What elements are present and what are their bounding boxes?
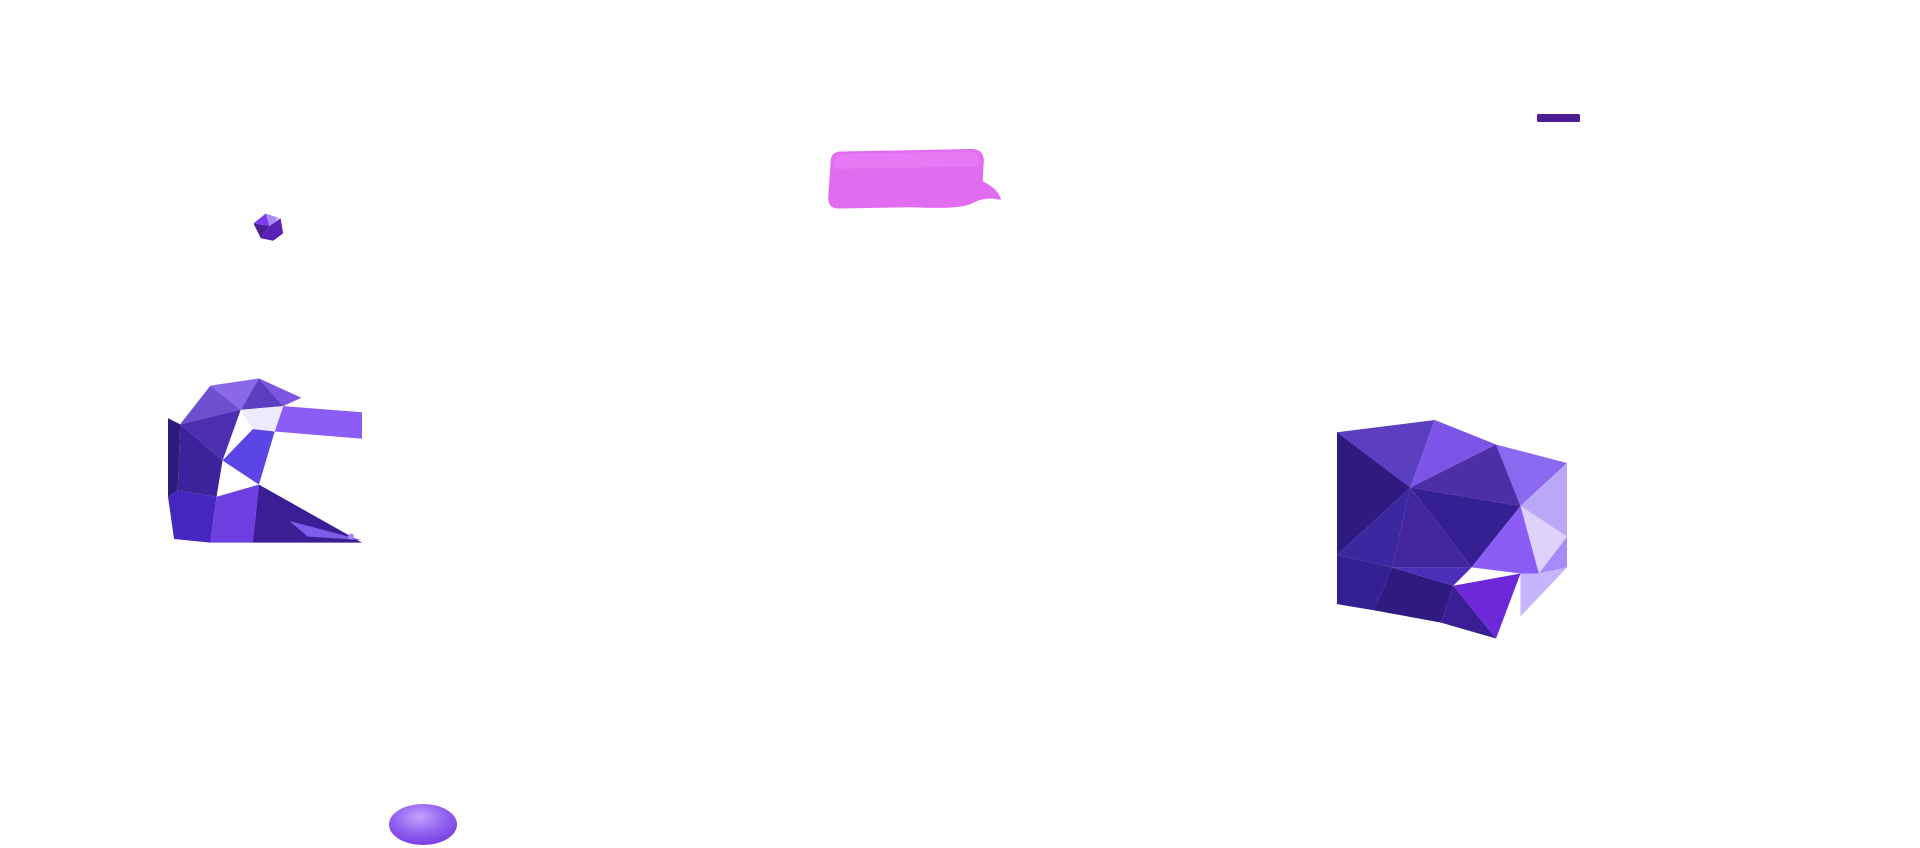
small-crystal-icon [251, 211, 288, 242]
pink-smear-icon [827, 149, 1001, 211]
right-crystal-icon [1337, 420, 1567, 641]
left-crystal-icon [168, 376, 362, 545]
dash-accent-icon [1537, 114, 1580, 122]
purple-orb-icon [389, 804, 457, 845]
